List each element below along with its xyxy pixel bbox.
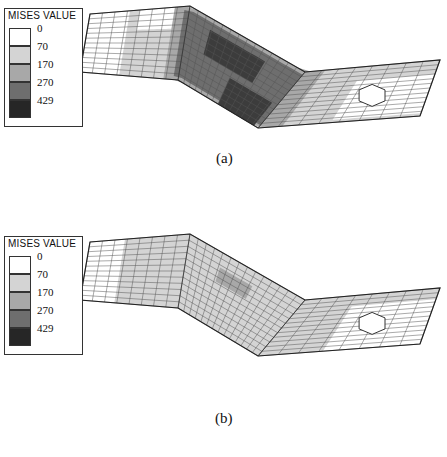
subfigure-label: (a) [216,150,233,167]
legend-title: MISES VALUE [5,237,82,250]
legend-value: 429 [37,94,54,106]
legend-swatch [9,310,31,328]
legend-value: 170 [37,286,54,298]
legend-row: 429 [5,100,82,118]
mesh-line [83,53,426,110]
legend-swatch [9,28,31,46]
legend-swatch [9,328,31,346]
stress-zone [323,299,436,351]
plate-outline [80,234,440,356]
mesh-line [81,295,422,351]
mesh-line [90,6,440,72]
plate-outline [80,6,440,128]
stress-zone [333,74,435,120]
legend-box: MISES VALUE0 70 170 270 429 [4,236,83,355]
hexagon-hole [359,84,385,106]
stress-zone [80,234,440,356]
legend-value: 170 [37,58,54,70]
legend-value: 429 [37,322,54,334]
legend-box: MISES VALUE0 70 170 270 429 [4,8,83,127]
mesh-line [258,300,305,356]
legend-value: 0 [37,22,43,34]
mesh-line [258,72,305,128]
subfigure-label: (b) [215,410,233,427]
mesh-line [359,65,389,121]
legend-value: 70 [37,40,48,52]
mesh-line [89,12,438,77]
legend-swatch [9,292,31,310]
fold-line [178,234,190,308]
mesh-line [359,293,389,349]
mesh-line [258,72,305,128]
legend-value: 270 [37,76,54,88]
legend-swatch [9,100,31,118]
fold-line [258,72,305,128]
hexagon-hole [359,312,385,334]
legend-value: 70 [37,268,48,280]
mesh-line [83,281,426,338]
legend-swatch [9,82,31,100]
legend-value: 0 [37,250,43,262]
legend-swatch [9,256,31,274]
stress-zone [80,6,440,128]
fold-line [178,6,190,80]
fold-line [258,300,305,356]
legend-swatch [9,274,31,292]
stress-plot-a [80,6,440,128]
mesh-line [88,18,436,81]
mesh-line [87,259,434,319]
legend-title: MISES VALUE [5,9,82,22]
mesh-line [87,31,434,91]
legend-value: 270 [37,304,54,316]
legend-swatch [9,46,31,64]
mesh-line [88,246,436,309]
mesh-line [90,234,440,300]
stress-plot-b [80,234,440,356]
mesh-line [81,67,422,123]
legend-row: 429 [5,328,82,346]
legend-swatch [9,64,31,82]
mesh-line [258,300,305,356]
stress-zone [163,6,325,127]
mesh-line [89,240,438,305]
